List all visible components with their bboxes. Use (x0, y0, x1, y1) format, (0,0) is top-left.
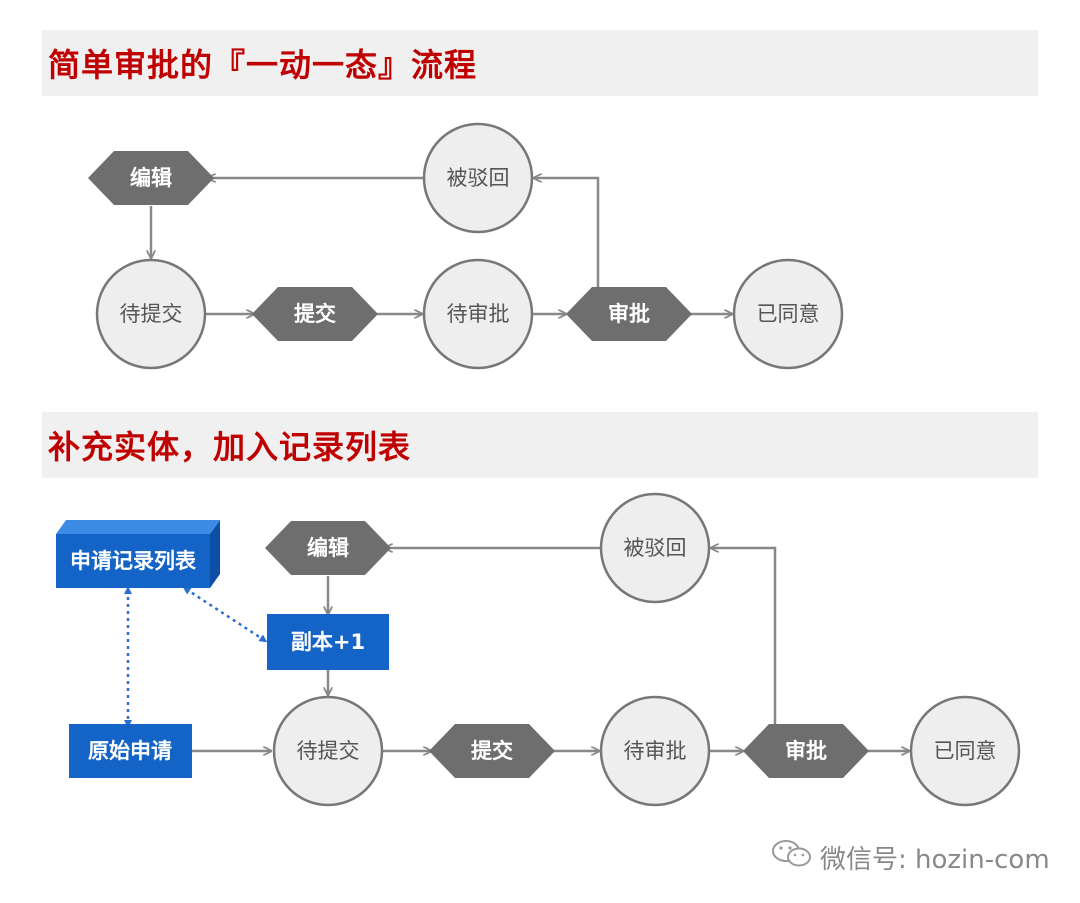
s1-pending-submit-circle: 待提交 (95, 258, 207, 370)
section1-title: 简单审批的『一动一态』流程 (48, 46, 478, 84)
original-request-label: 原始申请 (88, 739, 172, 763)
dotted-link-record-to-copy (182, 586, 268, 643)
s1-edit-label: 编辑 (130, 166, 172, 190)
section2-connectors (192, 548, 909, 751)
s1-edit-hexagon: 编辑 (88, 151, 214, 205)
section2-diagram: 申请记录列表 副本+1 原始申请 编辑 被驳回 待提交 (56, 492, 1021, 807)
s1-rejected-circle: 被驳回 (422, 122, 534, 234)
wechat-icon (770, 838, 814, 877)
record-list-label: 申请记录列表 (70, 549, 197, 573)
copy-plus-one-box: 副本+1 (267, 614, 389, 670)
record-list-box: 申请记录列表 (56, 520, 220, 588)
section2-title: 补充实体，加入记录列表 (48, 428, 412, 466)
s1-approve-hexagon: 审批 (566, 287, 692, 341)
s2-pending-submit-circle: 待提交 (272, 695, 384, 807)
s2-pending-submit-label: 待提交 (297, 739, 360, 763)
s2-agreed-circle: 已同意 (909, 695, 1021, 807)
s1-pending-submit-label: 待提交 (120, 302, 183, 326)
s1-pending-approval-circle: 待审批 (422, 258, 534, 370)
s1-rejected-label: 被驳回 (447, 166, 510, 190)
s1-pending-approval-label: 待审批 (447, 302, 510, 326)
s2-pending-approval-label: 待审批 (624, 739, 687, 763)
arrow-approve-to-rejected (534, 178, 600, 288)
s2-edit-label: 编辑 (307, 536, 349, 560)
section1-header: 简单审批的『一动一态』流程 (42, 30, 1038, 96)
s1-agreed-label: 已同意 (757, 302, 820, 326)
section2-dotted-links (124, 586, 268, 728)
s2-edit-hexagon: 编辑 (265, 521, 391, 575)
arrow2-approve-to-rejected (711, 548, 777, 725)
watermark-text: 微信号: hozin-com (820, 845, 1050, 875)
watermark: 微信号: hozin-com (770, 838, 1050, 877)
s1-agreed-circle: 已同意 (732, 258, 844, 370)
section1-connectors (151, 178, 732, 314)
section2-header: 补充实体，加入记录列表 (42, 412, 1038, 478)
s1-submit-label: 提交 (294, 302, 336, 326)
s2-rejected-circle: 被驳回 (599, 492, 711, 604)
s2-approve-label: 审批 (785, 739, 827, 763)
s2-rejected-label: 被驳回 (624, 536, 687, 560)
s1-submit-hexagon: 提交 (252, 287, 378, 341)
s2-submit-label: 提交 (471, 739, 513, 763)
original-request-box: 原始申请 (69, 724, 192, 778)
s2-agreed-label: 已同意 (934, 739, 997, 763)
s2-pending-approval-circle: 待审批 (599, 695, 711, 807)
section1-diagram: 编辑 被驳回 待提交 提交 待审批 审批 已同意 (88, 122, 844, 370)
copy-plus-one-label: 副本+1 (291, 630, 365, 654)
s1-approve-label: 审批 (608, 302, 650, 326)
s2-approve-hexagon: 审批 (743, 724, 869, 778)
s2-submit-hexagon: 提交 (429, 724, 555, 778)
